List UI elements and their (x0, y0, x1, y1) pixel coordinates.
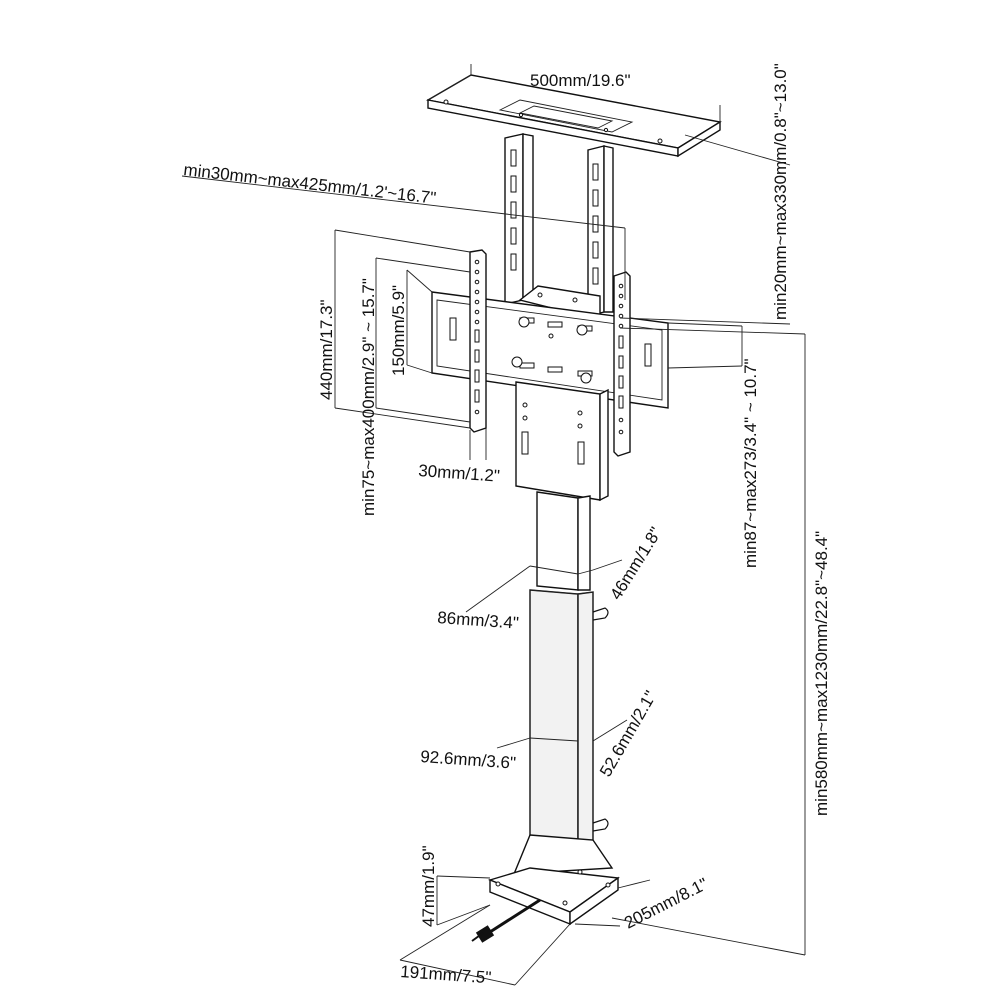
dim-upper-post-depth: 46mm/1.8" (606, 524, 665, 603)
dim-wall-offset: min87~max273/3.4" ~ 10.7" (741, 358, 760, 568)
dim-bracket-depth: 30mm/1.2" (418, 461, 501, 486)
dim-lower-post-depth: 52.6mm/2.1" (596, 688, 660, 780)
dim-base-height: 47mm/1.9" (419, 845, 438, 927)
dim-lower-post-width: 92.6mm/3.6" (420, 747, 517, 773)
dim-vesa-vertical: min75~max400mm/2.9" ~ 15.7" (359, 278, 378, 516)
tv-mounting-plate (431, 291, 669, 409)
dim-bracket-height: 440mm/17.3" (317, 299, 336, 400)
dim-top-plate-width: 500mm/19.6" (530, 71, 631, 90)
dim-total-height: min580mm~max1230mm/22.8"~48.4" (812, 531, 831, 816)
dim-vesa-small: 150mm/5.9" (389, 285, 408, 376)
side-clip-lower (592, 818, 609, 832)
top-plate (426, 74, 722, 158)
left-vesa-bracket (469, 249, 487, 433)
power-cable (471, 898, 541, 943)
dim-base-depth: 205mm/8.1" (621, 874, 711, 932)
dim-horizontal-range: min30mm~max425mm/1.2'~16.7" (183, 160, 438, 208)
dimension-lines (181, 64, 806, 986)
side-clip-upper (592, 607, 609, 621)
floor-base (487, 834, 620, 926)
dim-upper-post-width: 86mm/3.4" (437, 608, 520, 633)
telescopic-post (529, 491, 594, 846)
right-vesa-bracket (613, 271, 631, 457)
dim-ceiling-gap: min20mm~max330mm/0.8"~13.0" (771, 63, 790, 320)
dim-base-width: 191mm/7.5" (400, 962, 492, 987)
carriage-block (515, 381, 609, 502)
